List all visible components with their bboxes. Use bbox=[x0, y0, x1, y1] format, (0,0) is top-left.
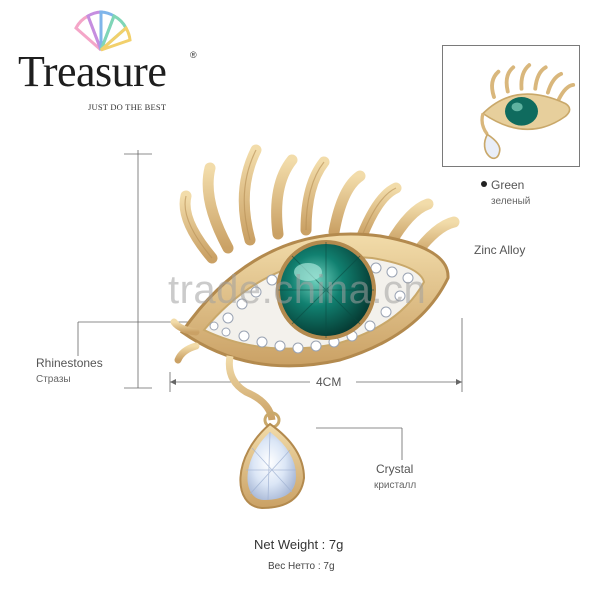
product-thumbnail bbox=[442, 45, 580, 167]
pendant-label-ru: кристалл bbox=[374, 480, 417, 491]
registered-mark: ® bbox=[190, 50, 197, 60]
color-label: Green bbox=[491, 178, 525, 192]
brand-name: Treasure bbox=[18, 47, 167, 96]
brand-logo: Treasure ® JUST DO THE BEST bbox=[18, 10, 208, 112]
pendant-label: Crystal bbox=[376, 462, 414, 476]
shell-logo-icon bbox=[74, 10, 132, 52]
material-label: Zinc Alloy bbox=[474, 243, 526, 257]
brand-tagline: JUST DO THE BEST bbox=[88, 102, 167, 112]
thumbnail-brooch-image bbox=[480, 63, 576, 160]
net-weight-ru: Вес Нетто : 7g bbox=[268, 561, 335, 572]
stone-label-ru: Стразы bbox=[36, 374, 71, 385]
stone-label: Rhinestones bbox=[36, 356, 103, 370]
dimension-lines bbox=[77, 150, 463, 460]
watermark-text: trade.china.cn bbox=[168, 268, 427, 312]
color-label-ru: зеленый bbox=[491, 196, 531, 207]
net-weight: Net Weight : 7g bbox=[254, 537, 344, 552]
green-bullet-icon bbox=[481, 181, 487, 187]
width-label: 4CM bbox=[316, 375, 342, 389]
